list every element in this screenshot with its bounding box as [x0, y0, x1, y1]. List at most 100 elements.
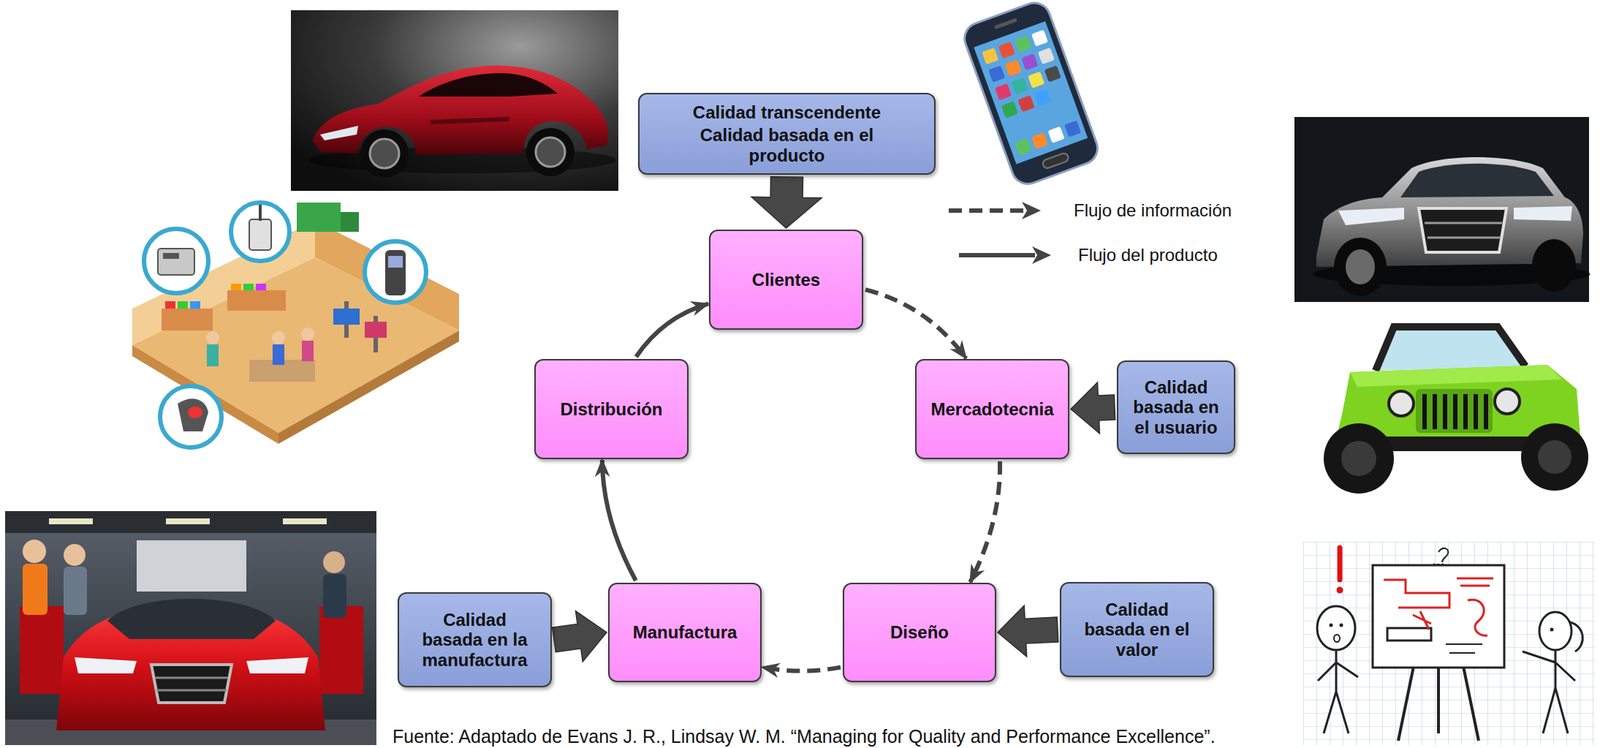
smartphone-picture-part	[960, 0, 1103, 189]
whiteboard-sketch-part	[1412, 611, 1432, 630]
factory-photo-part	[48, 518, 93, 525]
factory-photo-part	[107, 598, 276, 639]
silver-car-photo-part	[1513, 206, 1573, 221]
silver-car-photo-part	[1338, 207, 1405, 226]
jeep-photo-part	[1323, 423, 1394, 494]
smartphone-picture-part-part	[1001, 100, 1019, 118]
source-caption: Fuente: Adaptado de Evans J. R., Lindsay…	[392, 725, 1216, 747]
smartphone-picture-part-part	[1014, 138, 1032, 155]
block-arrow	[751, 176, 822, 229]
smartphone-picture-part-part	[994, 18, 1018, 30]
factory-photo-part	[136, 540, 247, 592]
smartphone-picture-part-part	[1064, 120, 1082, 138]
whiteboard-sketch-part	[1339, 623, 1344, 628]
store-illustration-part	[162, 252, 180, 259]
box-label: Manufactura	[615, 622, 755, 643]
process-box: Manufactura	[608, 582, 762, 682]
box-label: Calidad basada en la manufactura	[412, 609, 538, 671]
whiteboard-sketch-part	[1317, 649, 1359, 734]
sports-car-photo	[290, 10, 619, 191]
smartphone-picture-part-part	[994, 83, 1012, 101]
whiteboard-sketch-part	[1337, 547, 1343, 580]
smartphone-picture-part-part	[1014, 35, 1032, 53]
store-illustration-part	[385, 249, 406, 296]
whiteboard-sketch-part	[1372, 565, 1505, 668]
store-illustration-part	[177, 398, 209, 432]
whiteboard-sketch-part	[1438, 548, 1448, 563]
quality-box: Calidad basada en la manufactura	[397, 592, 552, 688]
factory-photo-part	[63, 543, 86, 566]
store-illustration-part	[249, 219, 272, 250]
sports-car-photo-part	[290, 10, 619, 191]
whiteboard-sketch-part	[1336, 586, 1344, 594]
box-label: Calidad basada en el valor	[1074, 599, 1200, 661]
smartphone-picture-part-part	[1005, 59, 1022, 77]
whiteboard-sketch-part	[1522, 649, 1576, 734]
process-box: Diseño	[842, 582, 997, 682]
store-illustration-part	[255, 283, 267, 291]
sports-car-photo-part	[369, 138, 400, 169]
sports-car-photo-part	[535, 137, 566, 167]
factory-photo-part	[63, 566, 87, 615]
box-label: Mercadotecnia	[922, 399, 1063, 420]
whiteboard-sketch-part	[1539, 611, 1572, 650]
factory-photo-part	[19, 605, 64, 694]
box-label: Clientes	[716, 269, 856, 291]
store-illustration-part	[187, 406, 203, 419]
box-label: Calidad basada en el producto	[668, 124, 905, 166]
smartphone-picture-part-part	[1017, 95, 1035, 112]
smartphone-picture-part-part	[998, 41, 1016, 59]
silver-car-photo-part	[1345, 249, 1375, 285]
sports-car-photo-part	[418, 73, 558, 97]
smartphone-picture-part-part	[1021, 53, 1038, 71]
store-illustration-part	[230, 283, 242, 291]
whiteboard-sketch-part	[1550, 627, 1554, 632]
store-illustration-part	[206, 344, 219, 367]
store-illustration-part	[296, 202, 341, 232]
store-illustration-part	[340, 211, 359, 232]
block-arrow	[552, 611, 607, 662]
store-illustration-part	[177, 301, 188, 309]
legend-samples-part	[1021, 201, 1041, 220]
store-illustration-part	[364, 241, 427, 303]
store-illustration-part	[388, 255, 403, 268]
jeep-photo-part	[1306, 319, 1592, 500]
jeep-photo-part	[1379, 436, 1541, 451]
factory-photo-part	[22, 539, 47, 563]
factory-photo-part	[323, 551, 345, 574]
whiteboard-sketch-part	[1303, 541, 1595, 745]
store-illustration-part	[301, 327, 315, 341]
block-arrow	[1070, 382, 1116, 434]
legend-samples	[948, 201, 1052, 264]
store-illustration-part	[243, 283, 254, 291]
quality-box: Calidad transcendenteCalidad basada en e…	[638, 92, 936, 175]
store-illustration-part	[258, 204, 262, 221]
sports-car-photo-part	[360, 129, 409, 178]
smartphone-picture-part-part	[1031, 29, 1049, 47]
store-illustration-part	[230, 202, 290, 261]
box-label: Distribución	[541, 399, 682, 420]
legend-samples-part	[948, 208, 1025, 213]
store-illustration-part	[271, 331, 286, 345]
store-illustration-part	[161, 308, 213, 331]
store-illustration	[132, 202, 460, 448]
smartphone-picture-part-part	[1041, 152, 1070, 170]
jeep-photo-part	[1415, 388, 1493, 433]
smartphone-picture-part-part	[973, 21, 1088, 164]
whiteboard-sketch-part	[1570, 622, 1583, 652]
box-label: Diseño	[850, 622, 989, 643]
store-illustration-part	[190, 301, 201, 309]
whiteboard-sketch-part	[1317, 605, 1356, 650]
silver-car-photo-part	[1424, 222, 1503, 238]
factory-photo-part	[246, 657, 309, 674]
factory-photo-part	[154, 677, 229, 690]
smartphone-picture-part-part	[1031, 132, 1049, 150]
store-illustration-part	[143, 228, 209, 294]
jeep-photo-part	[1424, 393, 1486, 430]
jeep-photo-part	[1350, 364, 1562, 387]
quality-box: Calidad basada en el usuario	[1116, 360, 1236, 454]
legend-text: Flujo del producto	[1078, 244, 1218, 266]
smartphone-picture-part-part	[1048, 126, 1065, 144]
factory-photo-part	[319, 605, 364, 694]
whiteboard-sketch-part	[1333, 634, 1340, 642]
